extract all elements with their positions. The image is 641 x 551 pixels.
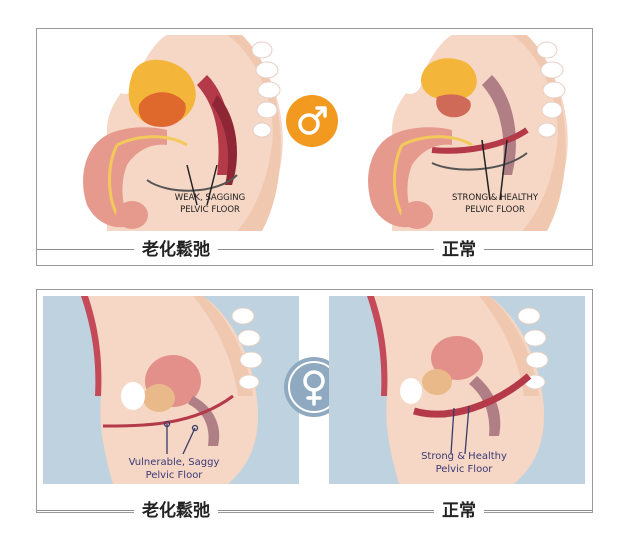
female-healthy-pelvic-floor-illustration [329,296,585,484]
male-symbol-icon [298,106,327,135]
female-weak-caption: 老化鬆弛 [134,499,218,523]
male-healthy-label-line2: PELVIC FLOOR [465,205,525,215]
male-healthy-caption: 正常 [434,238,484,262]
female-weak-label-line2: Pelvic Floor [145,470,203,481]
male-weak-caption: 老化鬆弛 [134,238,218,262]
female-healthy-label-line2: Pelvic Floor [435,464,493,475]
female-weak-label-line1: Vulnerable, Saggy [128,457,220,468]
female-healthy-label-line1: Strong & Healthy [421,451,507,462]
male-caption-row: 老化鬆弛 正常 [37,238,592,262]
male-symbol [286,95,338,147]
female-weak-label: Vulnerable, Saggy Pelvic Floor [109,456,239,482]
male-weak-pelvic-floor-illustration [77,35,287,231]
female-healthy-caption: 正常 [434,499,484,523]
female-comparison-panel: Vulnerable, Saggy Pelvic Floor [36,289,593,523]
male-comparison-panel: WEAK, SAGGING PELVIC FLOOR [36,28,593,266]
female-weak-pelvic-floor-illustration [43,296,299,484]
female-caption-row: 老化鬆弛 正常 [37,499,592,523]
female-healthy-label: Strong & Healthy Pelvic Floor [399,450,529,476]
male-healthy-label-line1: STRONG & HEALTHY [451,193,539,203]
male-healthy-label: STRONG & HEALTHY PELVIC FLOOR [435,192,555,216]
male-weak-label: WEAK, SAGGING PELVIC FLOOR [155,192,265,216]
male-weak-label-line1: WEAK, SAGGING [174,193,246,203]
male-healthy-pelvic-floor-illustration [362,35,572,231]
male-weak-label-line2: PELVIC FLOOR [180,205,240,215]
